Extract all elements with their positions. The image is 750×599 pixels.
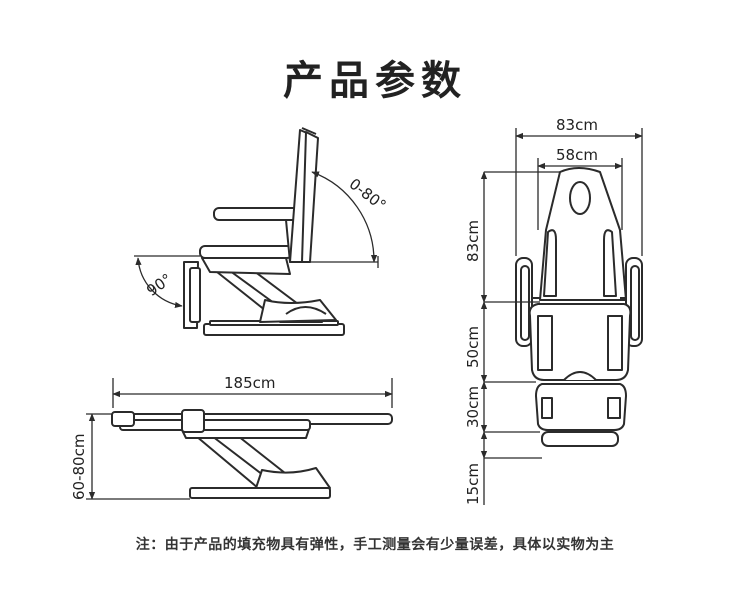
length-label: 185cm: [224, 374, 276, 392]
inner-width-dimension: [537, 158, 623, 230]
height-label: 60-80cm: [70, 434, 88, 500]
back-angle-label: 0-80°: [346, 175, 390, 215]
foot-bar: [541, 431, 619, 447]
face-hole: [569, 181, 591, 215]
back-angle-indicator: [300, 171, 379, 268]
side-view-flat: [111, 409, 393, 499]
leg-rest-top: [535, 383, 627, 431]
side-view-upright: [183, 127, 345, 336]
page-title: 产品参数: [283, 58, 467, 104]
footnote: 注：由于产品的填充物具有弹性，手工测量会有少量误差，具体以实物为主: [135, 537, 615, 553]
length-dimension: [112, 378, 393, 408]
seat-length-label: 50cm: [464, 326, 482, 368]
height-dimension: [86, 413, 190, 500]
armrest: [213, 207, 305, 221]
back-length-label: 83cm: [464, 220, 482, 262]
foot-length-label: 15cm: [464, 463, 482, 505]
length-segments-dimension: [480, 171, 560, 505]
flat-base-plate: [189, 487, 331, 499]
leg-angle-indicator: [134, 255, 200, 309]
inner-width-label: 58cm: [556, 146, 598, 164]
seat-top: [528, 303, 632, 381]
total-width-dimension: [515, 128, 643, 256]
seat-cushion: [199, 245, 293, 259]
top-view: [515, 167, 643, 447]
total-width-label: 83cm: [556, 116, 598, 134]
leg-length-label: 30cm: [464, 386, 482, 428]
leg-angle-label: 90°: [143, 270, 175, 300]
